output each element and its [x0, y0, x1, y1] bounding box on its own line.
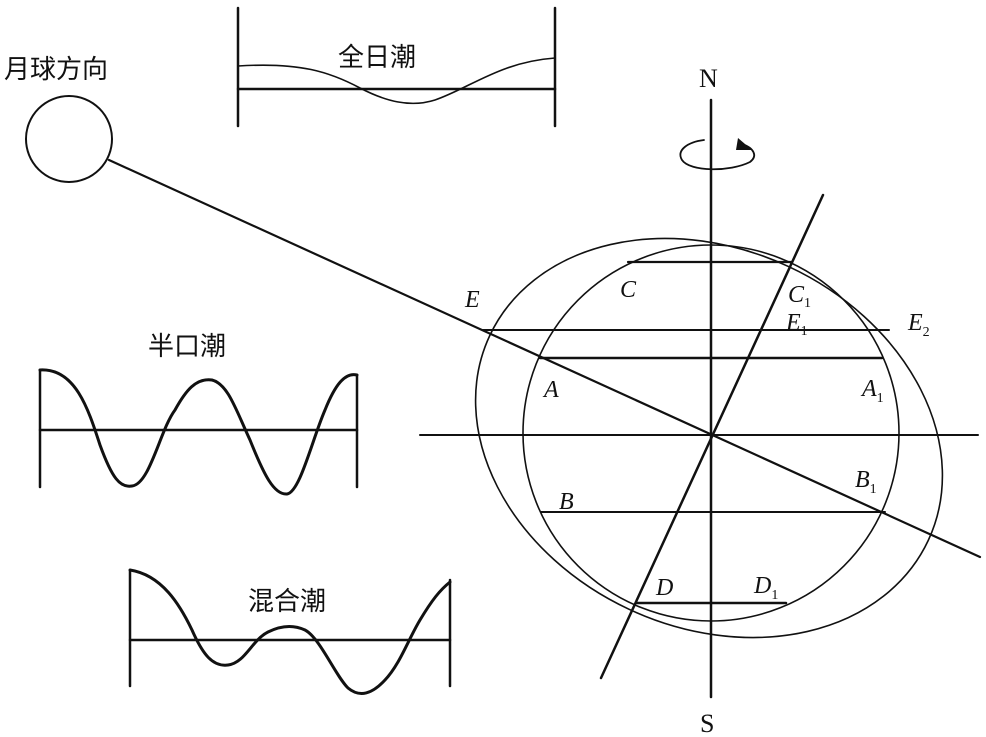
point-A-label: A [542, 377, 559, 403]
diurnal-wave-label: 全日潮 [338, 43, 416, 73]
mixed-wave-curve [128, 568, 452, 696]
mixed-wave-label: 混合潮 [248, 587, 326, 617]
semidiurnal-wave-label: 半口潮 [148, 332, 226, 362]
point-D-label: D [655, 575, 673, 601]
point-E-label: E [464, 287, 480, 313]
diurnal-wave-curve [237, 57, 556, 105]
point-C1-label: C1 [788, 282, 811, 311]
earth-circle [522, 244, 900, 622]
point-B1-label: B1 [855, 467, 877, 497]
semidiurnal-wave-curve [38, 368, 359, 496]
tidal-ellipse [474, 237, 944, 639]
south-label: S [700, 709, 714, 737]
point-B-label: B [559, 489, 574, 515]
rotation-arrow-icon [679, 138, 756, 171]
mixed-wave-panel [128, 568, 452, 696]
point-A1-label: A1 [860, 376, 884, 406]
point-D1-label: D1 [753, 573, 778, 603]
north-label: N [699, 64, 718, 93]
moon-circle [25, 95, 113, 183]
tilted-axis-line [599, 193, 825, 680]
moon-direction-label: 月球方向 [4, 55, 108, 85]
semidiurnal-wave-panel [38, 368, 359, 496]
point-E2-label: E2 [907, 310, 930, 340]
point-C-label: C [620, 277, 637, 303]
diurnal-wave-panel [236, 6, 557, 128]
point-E1-label: E1 [785, 310, 808, 339]
